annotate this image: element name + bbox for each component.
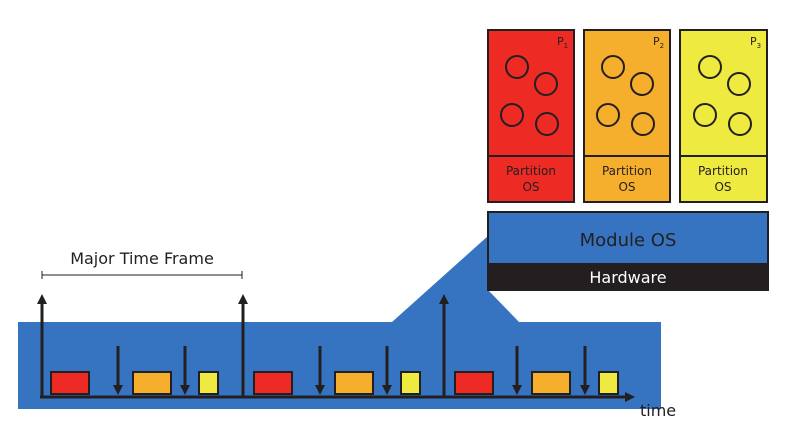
partition-p1: P1 Partition OS	[487, 29, 575, 203]
process-circle	[505, 55, 529, 79]
time-slot-p1	[454, 371, 494, 395]
time-slot-p2	[531, 371, 571, 395]
time-axis-label: time	[640, 401, 676, 420]
process-circle	[601, 55, 625, 79]
major-time-frame-label: Major Time Frame	[70, 249, 214, 268]
timeline-band	[18, 236, 661, 409]
partition-p1-label-line1: Partition	[506, 164, 556, 178]
time-slot-p3	[198, 371, 219, 395]
process-circle	[500, 103, 524, 127]
hardware-box	[487, 263, 769, 291]
time-slot-p2	[334, 371, 374, 395]
time-slot-p2	[132, 371, 172, 395]
partition-p3-label-line2: OS	[714, 180, 731, 194]
hardware-label: Hardware	[589, 268, 666, 287]
partition-p3-label-line1: Partition	[698, 164, 748, 178]
time-slot-p1	[50, 371, 90, 395]
partition-p2-label-line2: OS	[618, 180, 635, 194]
process-circle	[693, 103, 717, 127]
partition-p2-os-box	[583, 155, 671, 203]
partition-p1-label-line2: OS	[522, 180, 539, 194]
partition-p2-id: P2	[653, 35, 664, 50]
process-circle	[630, 72, 654, 96]
partition-p1-id: P1	[557, 35, 568, 50]
partition-p1-os-box	[487, 155, 575, 203]
process-circle	[698, 55, 722, 79]
process-circle	[727, 72, 751, 96]
partition-p3: P3 Partition OS	[679, 29, 768, 203]
time-slot-p1	[253, 371, 293, 395]
time-slot-p3	[400, 371, 421, 395]
process-circle	[596, 103, 620, 127]
module-os-label: Module OS	[580, 230, 677, 251]
partition-p2: P2 Partition OS	[583, 29, 671, 203]
partition-p2-body	[583, 29, 671, 157]
module-os-box	[487, 211, 769, 265]
process-circle	[728, 112, 752, 136]
time-slot-p3	[598, 371, 619, 395]
process-circle	[535, 112, 559, 136]
partition-p3-id: P3	[750, 35, 761, 50]
partition-p2-label-line1: Partition	[602, 164, 652, 178]
partition-p1-body	[487, 29, 575, 157]
process-circle	[631, 112, 655, 136]
partition-p3-os-box	[679, 155, 768, 203]
partition-p3-body	[679, 29, 768, 157]
process-circle	[534, 72, 558, 96]
